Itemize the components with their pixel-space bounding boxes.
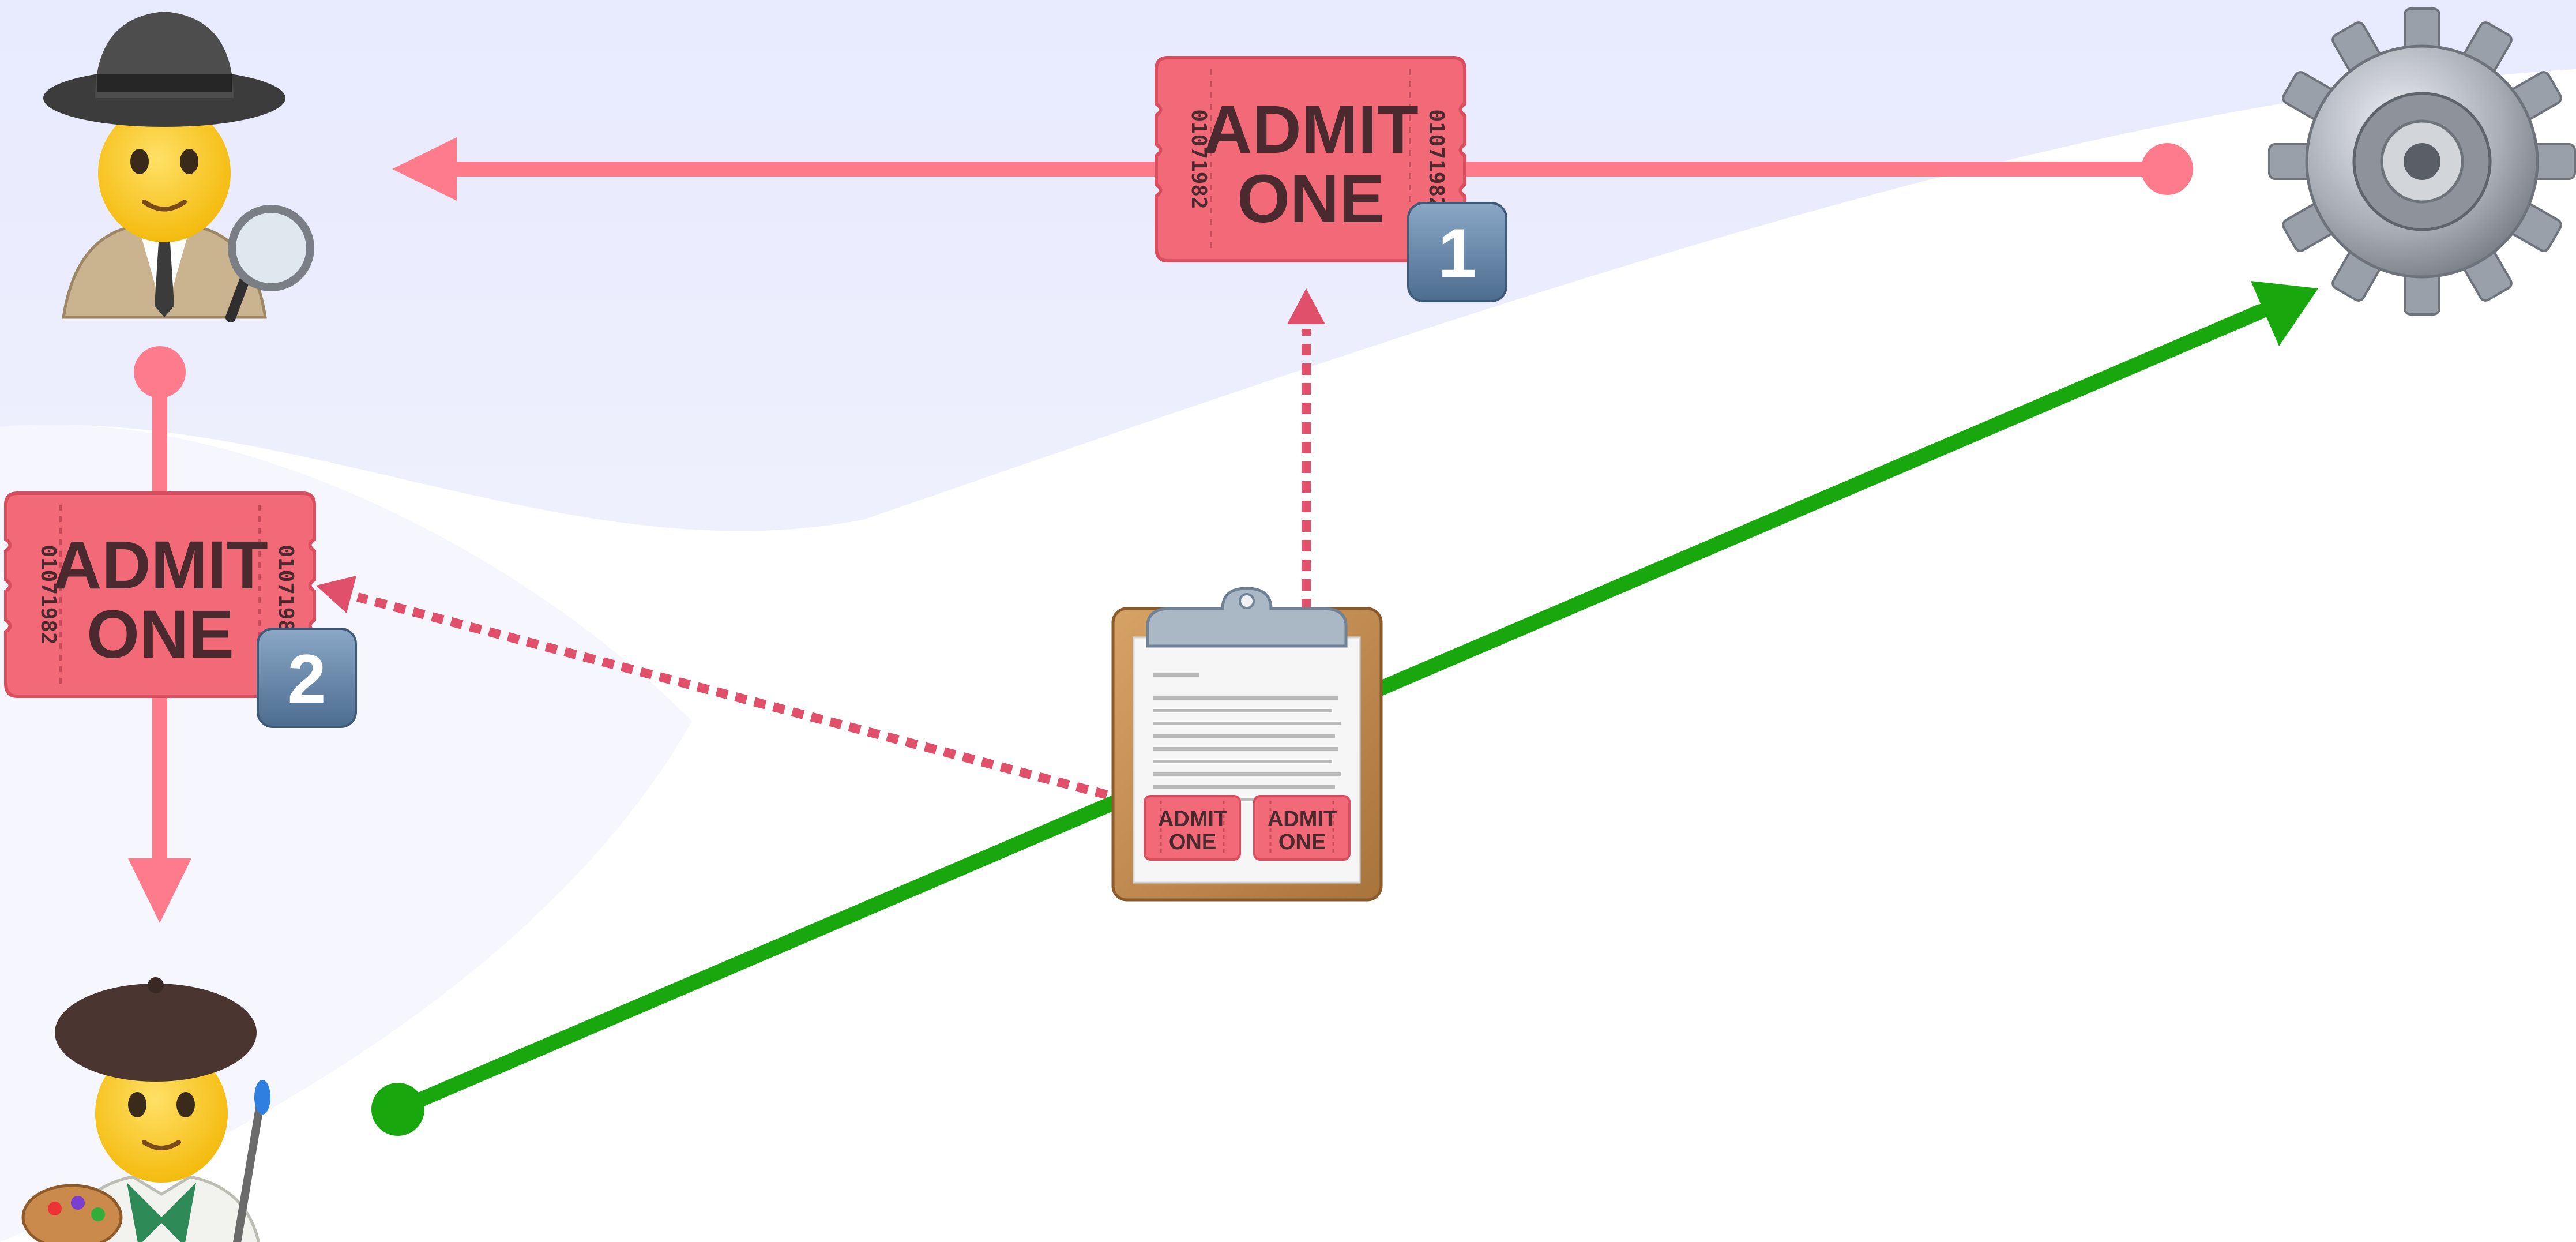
- clipboard-ticket-1-line2: ONE: [1169, 830, 1216, 854]
- clipboard-ticket-1-line1: ADMIT: [1158, 807, 1227, 831]
- artist-mouth: [142, 1140, 181, 1150]
- edge-gear-to-detective-arrowhead: [392, 137, 457, 201]
- palette-paint-green: [91, 1207, 105, 1221]
- ticket-2-badge-number: 2: [288, 640, 326, 718]
- artist-beret: [55, 984, 257, 1082]
- edge-artist-to-gear-origin: [371, 1083, 424, 1136]
- clipboard-clip: [1146, 587, 1348, 648]
- clipboard-ticket-2-line1: ADMIT: [1268, 807, 1337, 831]
- dotted-edge-clipboard-to-ticket-2-arrowhead: [316, 576, 356, 613]
- edge-detective-to-artist-origin: [134, 346, 186, 398]
- ticket-1-badge-number: 1: [1438, 215, 1477, 292]
- detective-eye-right: [180, 149, 198, 174]
- ticket-1-line1: ADMIT: [1203, 92, 1419, 168]
- detective-icon[interactable]: [43, 12, 314, 322]
- artist-icon[interactable]: [21, 977, 270, 1242]
- ticket-1-serial-left: 01071982: [1187, 109, 1210, 209]
- gear-icon[interactable]: [2268, 7, 2576, 316]
- background-band: [0, 0, 2576, 531]
- artist-eye-right: [176, 1092, 195, 1117]
- artist-brush-tip: [254, 1080, 270, 1115]
- ticket-2-line2: ONE: [87, 596, 234, 673]
- ticket-2-line1: ADMIT: [52, 527, 268, 603]
- detective-hat-band: [97, 74, 232, 92]
- artist-palette: [21, 1184, 123, 1242]
- ticket-2-badge: 2: [257, 628, 357, 728]
- gear-hole: [2404, 143, 2440, 180]
- ticket-1-badge-box: [1407, 202, 1507, 302]
- clipboard-ticket-2-line2: ONE: [1278, 830, 1326, 854]
- artist-brush: [233, 1104, 264, 1242]
- ticket-2-serial-left: 01071982: [36, 545, 60, 644]
- detective-eye-left: [130, 149, 149, 174]
- clipboard-paper-lines: [1153, 673, 1341, 801]
- clipboard-clip-hole: [1239, 593, 1255, 609]
- detective-magnifier-lens: [228, 205, 314, 291]
- ticket-2-badge-box: [257, 628, 357, 728]
- artist-beret-stem: [148, 977, 164, 993]
- palette-paint-red: [48, 1202, 62, 1215]
- palette-paint-purple: [71, 1196, 85, 1210]
- edge-detective-to-artist-arrowhead: [128, 858, 191, 923]
- artist-scarf: [127, 1183, 196, 1242]
- detective-tie: [155, 242, 174, 317]
- clipboard-ticket-1: ADMIT ONE: [1144, 795, 1241, 861]
- dotted-edge-clipboard-to-ticket-1-arrowhead: [1287, 288, 1325, 324]
- ticket-1-serial-right: 01071982: [1424, 109, 1448, 209]
- edge-gear-to-detective-origin: [2141, 143, 2193, 195]
- artist-eye-left: [128, 1092, 146, 1117]
- ticket-1-badge: 1: [1407, 202, 1507, 302]
- detective-mouth: [142, 200, 187, 212]
- ticket-1-line2: ONE: [1237, 161, 1385, 237]
- detective-face: [98, 104, 231, 242]
- clipboard-node[interactable]: ADMIT ONE ADMIT ONE: [1111, 587, 1383, 902]
- clipboard-ticket-2: ADMIT ONE: [1253, 795, 1351, 861]
- edge-artist-to-gear-arrowhead: [2251, 281, 2318, 346]
